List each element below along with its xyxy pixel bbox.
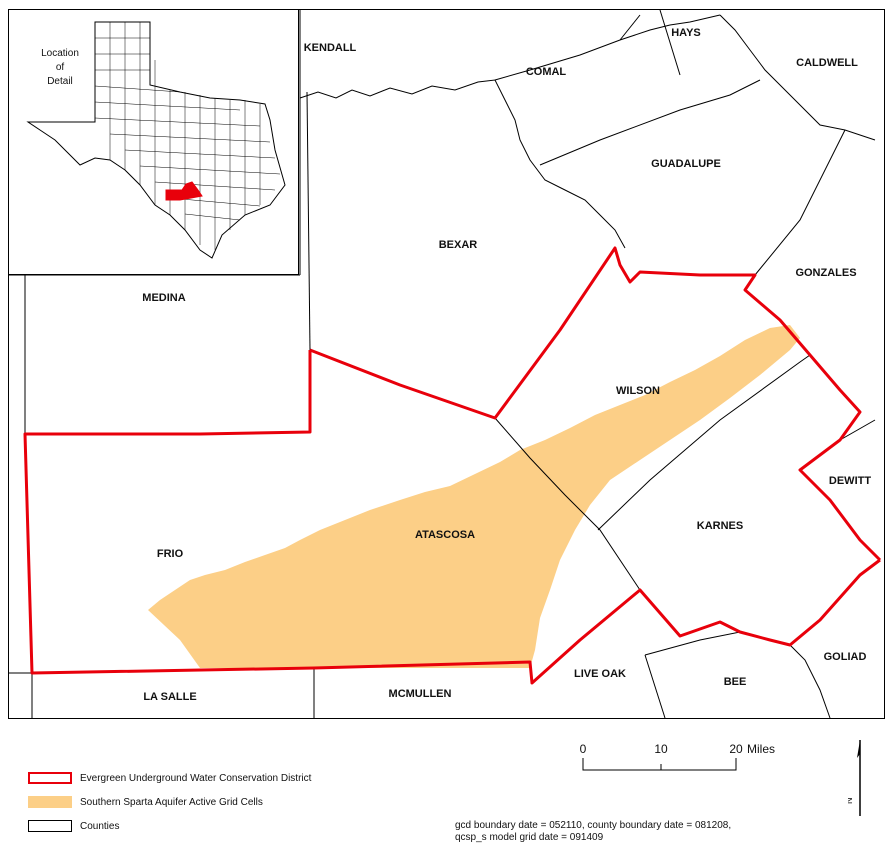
north-arrow: N [848, 740, 861, 816]
legend-item-aquifer: Southern Sparta Aquifer Active Grid Cell… [28, 790, 311, 814]
map-canvas: Location of Detail KENDALL COMAL HAYS CA… [8, 9, 885, 719]
legend-swatch-counties [28, 820, 72, 832]
inset-location-line3: Detail [47, 76, 73, 87]
texas-outline [26, 21, 286, 259]
county-label-kendall: KENDALL [304, 42, 357, 54]
boundary-dates-note: gcd boundary date = 052110, county bound… [455, 820, 855, 844]
inset-location-line2: of [56, 62, 65, 73]
county-label-goliad: GOLIAD [824, 651, 867, 663]
scale-line [582, 758, 737, 771]
scale-tick-0: 0 [580, 742, 587, 756]
scale-unit: Miles [747, 742, 775, 756]
county-label-live-oak: LIVE OAK [574, 668, 626, 680]
dates-line-2: qcsp_s model grid date = 091409 [455, 832, 604, 843]
legend-label-counties: Counties [80, 820, 120, 832]
legend-swatch-aquifer [28, 796, 72, 808]
dates-line-1: gcd boundary date = 052110, county bound… [455, 820, 732, 831]
county-label-la-salle: LA SALLE [143, 691, 196, 703]
inset-map: Location of Detail [8, 9, 299, 275]
county-label-bexar: BEXAR [439, 239, 478, 251]
north-label: N [848, 798, 854, 805]
inset-location-line1: Location [41, 48, 79, 59]
county-label-hays: HAYS [671, 27, 701, 39]
texas-county-grid [94, 22, 281, 250]
county-label-dewitt: DEWITT [829, 475, 871, 487]
county-label-gonzales: GONZALES [795, 267, 856, 279]
inset-district-highlight [165, 181, 203, 201]
county-label-bee: BEE [724, 676, 747, 688]
county-label-caldwell: CALDWELL [796, 57, 858, 69]
county-label-mcmullen: MCMULLEN [389, 688, 452, 700]
aquifer-grid-cells [148, 325, 800, 668]
district-boundary[interactable] [23, 246, 882, 685]
county-label-karnes: KARNES [697, 520, 743, 532]
county-label-wilson: WILSON [616, 385, 660, 397]
legend: Evergreen Underground Water Conservation… [28, 766, 311, 838]
legend-item-district: Evergreen Underground Water Conservation… [28, 766, 311, 790]
county-label-comal: COMAL [526, 66, 567, 78]
legend-label-district: Evergreen Underground Water Conservation… [80, 772, 312, 784]
legend-item-counties: Counties [28, 814, 311, 838]
county-label-atascosa: ATASCOSA [415, 529, 475, 541]
scale-tick-10: 10 [654, 742, 668, 756]
scale-bar: 0 10 20 Miles [580, 742, 775, 771]
legend-swatch-district [28, 772, 72, 784]
county-label-frio: FRIO [157, 548, 184, 560]
county-label-guadalupe: GUADALUPE [651, 158, 721, 170]
county-label-medina: MEDINA [142, 292, 185, 304]
legend-label-aquifer: Southern Sparta Aquifer Active Grid Cell… [80, 796, 263, 808]
scale-tick-20: 20 [729, 742, 743, 756]
